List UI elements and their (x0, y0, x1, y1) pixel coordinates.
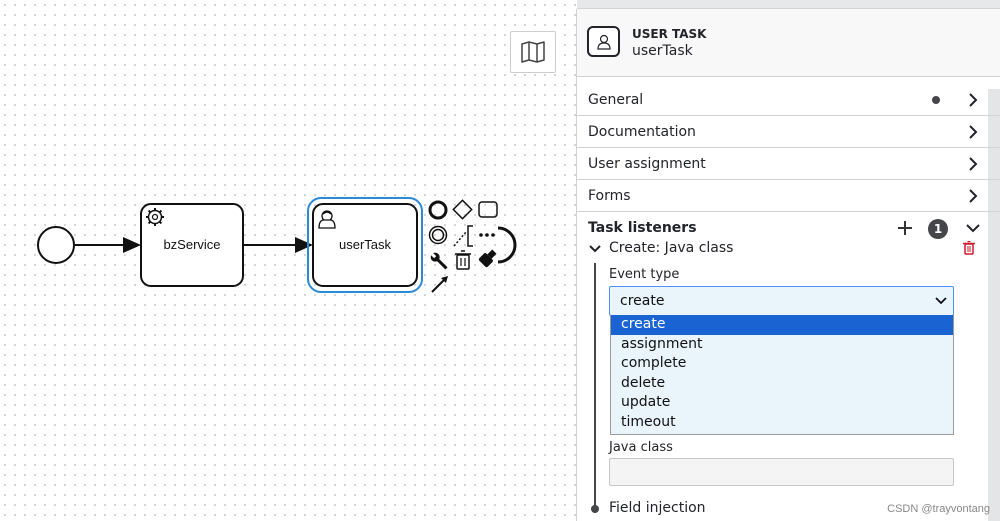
user-task-icon (587, 26, 620, 57)
gear-icon (146, 208, 164, 226)
listener-tree-dot (591, 505, 599, 513)
map-icon (521, 41, 545, 63)
panel-header: USER TASK userTask (577, 9, 1000, 77)
chevron-down-icon (966, 224, 980, 233)
listener-title[interactable]: Create: Java class (609, 240, 734, 256)
group-label: Documentation (588, 123, 696, 140)
group-forms[interactable]: Forms (577, 180, 1000, 212)
group-label: General (588, 91, 644, 108)
selection-outline (307, 197, 423, 293)
append-end-event-icon[interactable] (428, 200, 448, 220)
element-type: USER TASK (632, 27, 707, 41)
trash-icon[interactable] (963, 241, 975, 255)
event-type-value: create (620, 293, 665, 309)
service-task[interactable] (140, 203, 244, 287)
context-pad[interactable] (428, 199, 517, 293)
option-create[interactable]: create (611, 315, 953, 335)
watermark: CSDN @trayvontang (887, 503, 990, 515)
color-brush-icon[interactable] (478, 247, 499, 268)
bpmn-diagram[interactable] (0, 0, 577, 521)
option-complete[interactable]: complete (621, 355, 687, 372)
panel-scrollbar[interactable] (988, 89, 1000, 521)
element-name: userTask (632, 43, 693, 59)
group-documentation[interactable]: Documentation (577, 116, 1000, 148)
loop-arc-icon (497, 226, 517, 264)
event-type-select[interactable]: create (609, 286, 954, 316)
wrench-icon[interactable] (428, 250, 449, 271)
user-task[interactable] (312, 203, 418, 287)
option-update[interactable]: update (621, 394, 671, 411)
option-assignment[interactable]: assignment (621, 335, 703, 352)
group-label: User assignment (588, 155, 706, 172)
chevron-right-icon (969, 125, 978, 139)
append-gateway-icon[interactable] (452, 199, 473, 220)
user-icon (318, 210, 336, 229)
chevron-right-icon (969, 189, 978, 203)
service-task-label: bzService (163, 237, 221, 252)
append-task-icon[interactable] (478, 201, 498, 218)
start-event[interactable] (37, 226, 75, 264)
diagram-canvas[interactable]: bzService userTask (0, 0, 577, 521)
java-class-label: Java class (609, 440, 673, 455)
properties-panel: USER TASK userTask General Documentation… (576, 9, 1000, 521)
chevron-right-icon (969, 93, 978, 107)
append-text-annotation-icon[interactable] (467, 225, 473, 247)
data-indicator-dot (932, 96, 940, 104)
connect-arrow-icon[interactable] (431, 276, 448, 293)
listener-count-badge: 1 (928, 219, 948, 239)
more-options-icon[interactable] (479, 233, 495, 237)
group-general[interactable]: General (577, 84, 1000, 116)
event-type-label: Event type (609, 267, 680, 282)
chevron-right-icon (969, 157, 978, 171)
group-label: Task listeners (588, 220, 697, 236)
event-type-dropdown[interactable]: create assignment complete delete update… (610, 315, 954, 435)
field-injection-label[interactable]: Field injection (609, 500, 706, 516)
group-task-listeners[interactable]: Task listeners 1 (577, 212, 1000, 244)
option-timeout[interactable]: timeout (621, 413, 676, 430)
option-delete[interactable]: delete (621, 374, 666, 391)
group-label: Forms (588, 187, 631, 204)
chevron-down-icon (935, 297, 947, 305)
plus-icon (898, 221, 912, 235)
user-task-label: userTask (338, 237, 392, 252)
chevron-down-icon[interactable] (589, 244, 601, 254)
add-listener-button[interactable] (898, 219, 912, 237)
listener-tree-line (594, 263, 596, 511)
group-user-assignment[interactable]: User assignment (577, 148, 1000, 180)
append-intermediate-event-icon[interactable] (428, 225, 448, 245)
delete-icon[interactable] (455, 250, 471, 270)
minimap-toggle-button[interactable] (510, 31, 556, 73)
java-class-input[interactable] (609, 458, 954, 486)
